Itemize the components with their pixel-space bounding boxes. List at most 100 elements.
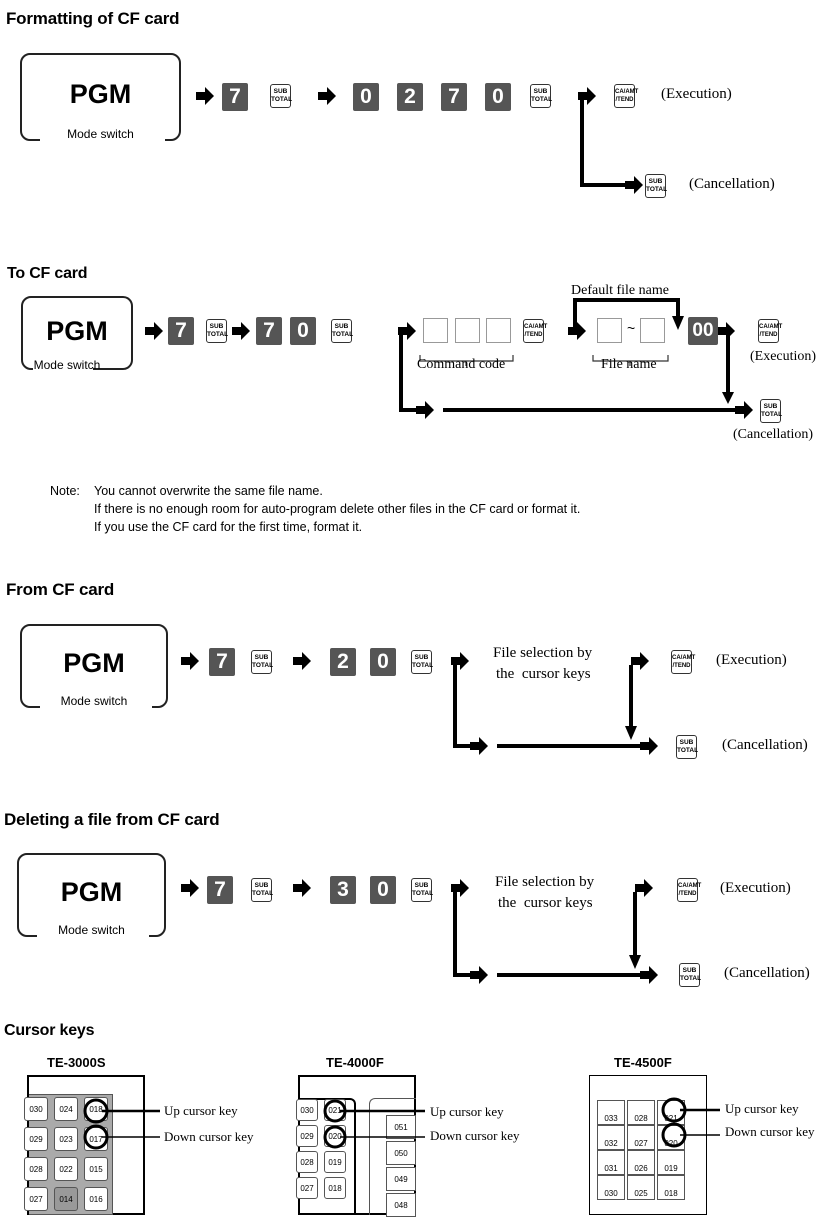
keypad-key: 024 <box>54 1097 78 1121</box>
mode-label: PGM <box>69 79 132 109</box>
up-cursor-label: Up cursor key <box>430 1104 504 1119</box>
keypad-key: 023 <box>54 1127 78 1151</box>
mode-sublabel: Mode switch <box>67 127 134 141</box>
down-cursor-label: Down cursor key <box>164 1129 254 1144</box>
keypad-key: 016 <box>84 1187 108 1211</box>
mode-switch-box: PGM Mode switch <box>20 53 181 142</box>
cancellation-label: (Cancellation) <box>724 965 810 981</box>
keypad-key: 031 <box>597 1150 625 1175</box>
keypad-key: 018 <box>324 1177 346 1199</box>
up-cursor-label: Up cursor key <box>164 1103 238 1118</box>
arrow-down-icon <box>629 955 641 969</box>
command-code-digit-box <box>455 318 480 343</box>
arrow-down-icon <box>672 316 684 330</box>
section-title-to-cf: To CF card <box>7 265 88 282</box>
keypad-key: 022 <box>54 1157 78 1181</box>
cancellation-label: (Cancellation) <box>689 176 775 192</box>
model-name: TE-4000F <box>326 1055 384 1070</box>
key-digit: 7 <box>222 83 248 111</box>
keypad-key: 027 <box>296 1177 318 1199</box>
file-selection-label: the cursor keys <box>496 666 591 682</box>
keypad-key: 015 <box>84 1157 108 1181</box>
file-name-end-box <box>640 318 665 343</box>
keypad-key: 018 <box>657 1175 685 1200</box>
model-name: TE-3000S <box>47 1055 106 1070</box>
file-selection-label: File selection by <box>493 645 593 661</box>
file-name-bracket <box>592 355 669 366</box>
keypad-key: 033 <box>597 1100 625 1125</box>
key-digit: 0 <box>353 83 379 111</box>
keypad-key: 029 <box>24 1127 48 1151</box>
key-digit: 7 <box>256 317 282 345</box>
cancel-branch-line <box>453 888 470 977</box>
keypad-key: 028 <box>627 1100 655 1125</box>
keypad-key: 050 <box>386 1141 416 1165</box>
keypad-key: 028 <box>296 1151 318 1173</box>
keypad-key: 026 <box>627 1150 655 1175</box>
note-prefix: Note: <box>50 484 80 498</box>
key-digit: 0 <box>370 648 396 676</box>
keypad-key: 028 <box>24 1157 48 1181</box>
keypad-key: 030 <box>24 1097 48 1121</box>
ca-amt-tend-key: CA/AMT/TEND <box>523 319 547 343</box>
key-double-zero: 00 <box>688 317 718 345</box>
keypad-key: 048 <box>386 1193 416 1217</box>
ca-amt-tend-key: CA/AMT/TEND <box>671 650 695 674</box>
keypad-key: 014 <box>54 1187 78 1211</box>
default-file-line <box>573 298 680 331</box>
up-cursor-label: Up cursor key <box>725 1101 799 1116</box>
section-title-format: Formatting of CF card <box>6 9 180 28</box>
down-cursor-label: Down cursor key <box>725 1124 815 1139</box>
mode-switch-box: PGM Mode switch <box>21 296 133 372</box>
section-title-cursor: Cursor keys <box>4 1022 95 1039</box>
execution-label: (Execution) <box>716 652 787 668</box>
note-line: You cannot overwrite the same file name. <box>94 484 323 498</box>
tilde-separator: ~ <box>627 320 636 336</box>
key-digit: 0 <box>290 317 316 345</box>
cancellation-label: (Cancellation) <box>722 737 808 753</box>
mode-label: PGM <box>63 648 125 678</box>
key-digit: 2 <box>397 83 423 111</box>
cancellation-label: (Cancellation) <box>733 427 814 442</box>
keypad-key: 025 <box>627 1175 655 1200</box>
mode-sublabel: Mode switch <box>33 358 101 372</box>
key-digit: 0 <box>485 83 511 111</box>
key-digit: 2 <box>330 648 356 676</box>
keypad-key: 032 <box>597 1125 625 1150</box>
model-name: TE-4500F <box>614 1055 672 1070</box>
section-title-delete: Deleting a file from CF card <box>4 810 220 829</box>
section-title-from-cf: From CF card <box>6 580 115 599</box>
key-digit: 0 <box>370 876 396 904</box>
file-selection-label: the cursor keys <box>498 895 593 911</box>
mode-label: PGM <box>46 316 108 346</box>
command-code-digit-box <box>423 318 448 343</box>
ca-amt-tend-key: CA/AMT/TEND <box>614 84 638 108</box>
key-digit: 7 <box>168 317 194 345</box>
keypad-key: 019 <box>657 1150 685 1175</box>
cancel-branch-line <box>399 331 416 412</box>
note-line: If you use the CF card for the first tim… <box>94 520 363 534</box>
mode-switch-box: PGM Mode switch <box>17 853 166 938</box>
key-digit: 3 <box>330 876 356 904</box>
ca-amt-tend-key: CA/AMT/TEND <box>677 878 701 902</box>
keypad-key: 027 <box>24 1187 48 1211</box>
keypad-key: 030 <box>597 1175 625 1200</box>
file-name-start-box <box>597 318 622 343</box>
key-digit: 7 <box>209 648 235 676</box>
command-code-label: Command code <box>417 357 506 372</box>
cancel-branch-line <box>580 96 625 187</box>
command-code-digit-box <box>486 318 511 343</box>
file-name-label: File name <box>601 357 657 372</box>
arrow-down-icon <box>625 726 637 740</box>
